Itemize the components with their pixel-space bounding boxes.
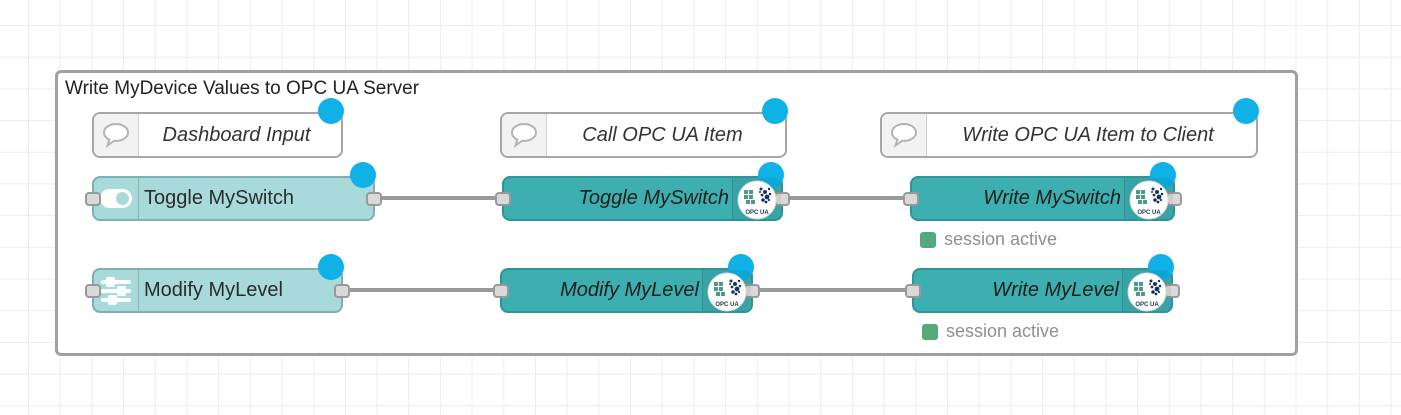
status-green-dot-icon bbox=[922, 323, 938, 340]
node-label: Write OPC UA Item to Client bbox=[962, 123, 1214, 146]
status-text: session active bbox=[944, 229, 1058, 249]
node-status-write-myswitch: session active bbox=[920, 229, 1057, 250]
node-toggle-myswitch-dashboard[interactable]: Toggle MySwitch bbox=[85, 162, 382, 221]
output-port[interactable] bbox=[366, 191, 382, 206]
changed-blue-dot bbox=[318, 254, 344, 280]
changed-blue-dot bbox=[1233, 98, 1259, 124]
svg-text:OPC UA: OPC UA bbox=[1135, 302, 1159, 308]
input-port[interactable] bbox=[905, 283, 921, 298]
wire-toggle-opc-to-write[interactable] bbox=[778, 196, 918, 200]
changed-blue-dot bbox=[350, 162, 376, 188]
group-title: Write MyDevice Values to OPC UA Server bbox=[65, 78, 420, 99]
node-label: Write MyLevel bbox=[992, 279, 1119, 301]
opc-ua-logo-icon: OPC UA bbox=[737, 180, 777, 220]
node-label: Toggle MySwitch bbox=[578, 187, 729, 209]
input-port[interactable] bbox=[903, 191, 919, 206]
node-label: Modify MyLevel bbox=[144, 279, 283, 301]
toggle-switch-icon bbox=[94, 178, 139, 219]
speech-bubble-icon bbox=[94, 114, 139, 156]
node-write-mylevel-opcua[interactable]: Write MyLevel OPC UA bbox=[905, 254, 1180, 313]
wire-toggle-ui-to-opc[interactable] bbox=[370, 196, 510, 200]
svg-text:OPC UA: OPC UA bbox=[715, 302, 739, 308]
node-toggle-myswitch-opcua[interactable]: Toggle MySwitch OPC UA bbox=[495, 162, 790, 221]
speech-bubble-icon bbox=[882, 114, 927, 156]
node-modify-mylevel-dashboard[interactable]: Modify MyLevel bbox=[85, 254, 350, 313]
node-status-write-mylevel: session active bbox=[922, 321, 1059, 342]
svg-text:OPC UA: OPC UA bbox=[1137, 210, 1161, 216]
node-label: Dashboard Input bbox=[162, 123, 311, 146]
node-label: Toggle MySwitch bbox=[144, 187, 295, 209]
speech-bubble-icon bbox=[502, 114, 547, 156]
opc-ua-logo-icon: OPC UA bbox=[1129, 180, 1169, 220]
node-modify-mylevel-opcua[interactable]: Modify MyLevel OPC UA bbox=[493, 254, 760, 313]
input-port[interactable] bbox=[85, 191, 101, 206]
node-label: Modify MyLevel bbox=[560, 279, 699, 301]
changed-blue-dot bbox=[762, 98, 788, 124]
node-label: Write MySwitch bbox=[983, 187, 1121, 209]
status-green-dot-icon bbox=[920, 231, 936, 248]
input-port[interactable] bbox=[85, 283, 101, 298]
input-port[interactable] bbox=[495, 191, 511, 206]
output-port[interactable] bbox=[334, 283, 350, 298]
svg-text:OPC UA: OPC UA bbox=[745, 210, 769, 216]
input-port[interactable] bbox=[493, 283, 509, 298]
opc-ua-logo-icon: OPC UA bbox=[707, 272, 747, 312]
comment-node-dashboard-input[interactable]: Dashboard Input bbox=[92, 98, 344, 158]
wire-modify-opc-to-write[interactable] bbox=[748, 288, 920, 292]
opc-ua-logo-icon: OPC UA bbox=[1127, 272, 1167, 312]
changed-blue-dot bbox=[318, 98, 344, 124]
sliders-icon bbox=[94, 270, 139, 311]
node-write-myswitch-opcua[interactable]: Write MySwitch OPC UA bbox=[903, 162, 1182, 221]
comment-node-write-opcua-item[interactable]: Write OPC UA Item to Client bbox=[880, 98, 1259, 158]
status-text: session active bbox=[946, 321, 1060, 341]
wire-modify-ui-to-opc[interactable] bbox=[338, 288, 508, 292]
node-label: Call OPC UA Item bbox=[582, 123, 743, 146]
comment-node-call-opcua-item[interactable]: Call OPC UA Item bbox=[500, 98, 788, 158]
